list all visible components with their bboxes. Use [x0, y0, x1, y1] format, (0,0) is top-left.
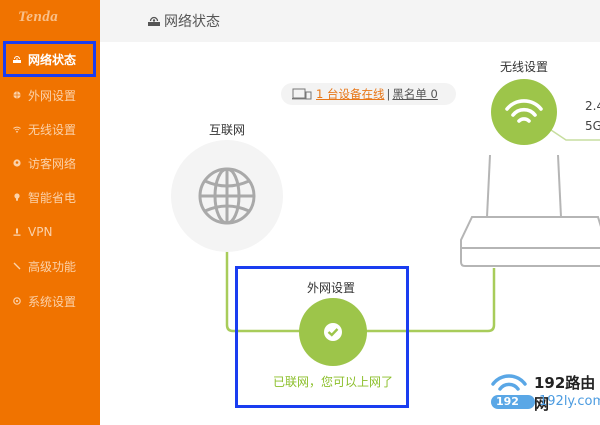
wan-status-node[interactable]	[299, 298, 367, 366]
wan-status-text: 已联网，您可以上网了	[273, 375, 394, 389]
router-device-icon	[460, 154, 600, 267]
wireless-label: 无线设置	[500, 60, 549, 74]
sidebar-item-label: 无线设置	[28, 122, 77, 137]
watermark-site: 192ly.com	[539, 394, 600, 409]
watermark-brand: 192路由网	[534, 374, 596, 413]
sidebar-item-label: 高级功能	[28, 259, 77, 274]
sidebar-item-label: VPN	[28, 225, 53, 239]
internet-label: 互联网	[209, 123, 246, 137]
sidebar-item-label: 系统设置	[28, 294, 77, 309]
separator: |	[386, 87, 391, 101]
band-24-label: 2.4	[585, 99, 600, 113]
globe-icon	[13, 91, 21, 99]
sidebar-item-wan-settings[interactable]: 外网设置	[0, 78, 100, 112]
sidebar-item-label: 外网设置	[28, 88, 77, 103]
router-icon	[13, 56, 21, 63]
check-icon	[324, 323, 342, 341]
wireless-node[interactable]	[491, 79, 557, 145]
band-5g-label: 5G	[585, 119, 600, 133]
sidebar-item-system-settings[interactable]: 系统设置	[0, 284, 100, 318]
sidebar-item-advanced[interactable]: 高级功能	[0, 249, 100, 283]
sidebar-item-label: 访客网络	[28, 156, 77, 171]
watermark-wifi-icon	[491, 374, 527, 391]
devices-icon	[292, 88, 312, 100]
sidebar-item-vpn[interactable]: VPN	[0, 215, 100, 249]
vpn-icon	[13, 228, 21, 236]
watermark-badge: 192	[491, 395, 535, 409]
guest-icon	[13, 159, 21, 167]
logo: Tenda	[18, 9, 59, 25]
sidebar-item-label: 智能省电	[28, 190, 77, 205]
devices-status-pill: 1 台设备在线 | 黑名单 0	[281, 83, 456, 105]
page-title: 网络状态	[164, 14, 220, 30]
bulb-icon	[14, 193, 20, 201]
sidebar-item-guest-network[interactable]: 访客网络	[0, 146, 100, 180]
highlight-box-active-nav	[3, 41, 96, 77]
blacklist-link[interactable]: 黑名单 0	[392, 87, 438, 101]
wan-label: 外网设置	[307, 281, 356, 295]
highlight-box-wan	[235, 266, 409, 408]
wrench-icon	[13, 262, 21, 270]
online-devices-link[interactable]: 1 台设备在线	[316, 87, 385, 101]
watermark: 192路由网 192 192ly.com	[489, 364, 600, 424]
sidebar: Tenda 网络状态 外网设置 无线设置 访客网络 智能省电 VPN 高级功能 …	[0, 0, 100, 425]
sidebar-item-wireless-settings[interactable]: 无线设置	[0, 112, 100, 146]
internet-node[interactable]	[171, 140, 283, 252]
sidebar-item-label: 网络状态	[28, 52, 77, 67]
page-header: 网络状态	[100, 0, 600, 42]
router-icon	[148, 16, 160, 26]
wifi-icon	[13, 126, 21, 133]
sidebar-item-power-saving[interactable]: 智能省电	[0, 180, 100, 214]
wifi-icon	[505, 99, 543, 123]
globe-icon	[198, 167, 256, 225]
sidebar-item-network-status[interactable]: 网络状态	[0, 42, 100, 76]
settings-icon	[13, 297, 21, 305]
